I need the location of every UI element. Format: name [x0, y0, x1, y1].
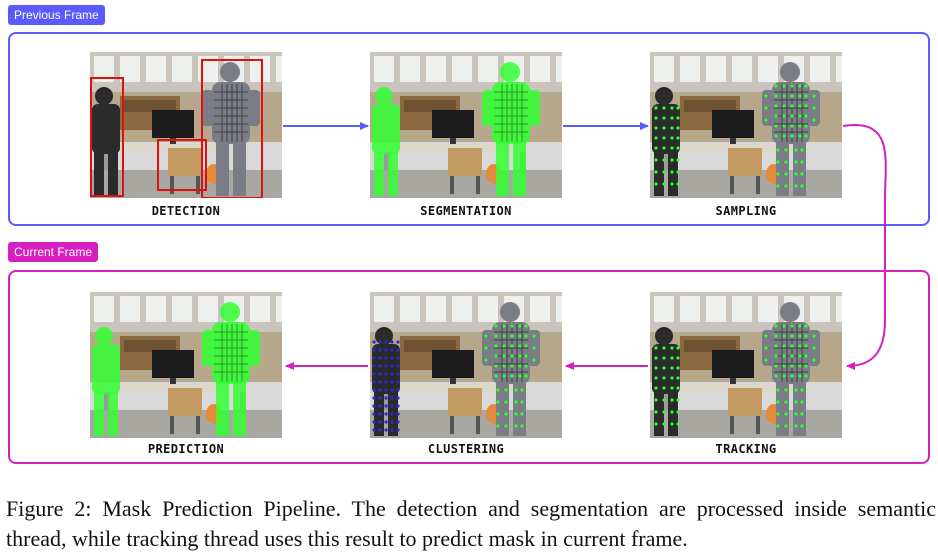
sampling-label: SAMPLING: [715, 204, 777, 218]
previous-frame-tag: Previous Frame: [8, 5, 105, 25]
segmentation-image: [370, 52, 562, 198]
figure-caption: Figure 2: Mask Prediction Pipeline. The …: [6, 496, 936, 551]
detection-label: DETECTION: [151, 204, 221, 218]
tracking-image: [650, 292, 842, 438]
arrow-sampling-to-tracking: [842, 124, 887, 370]
clustering-image: [370, 292, 562, 438]
tracking-label: TRACKING: [715, 442, 777, 456]
sampling-image: [650, 52, 842, 198]
detection-image: [90, 52, 282, 198]
prediction-image: [90, 292, 282, 438]
previous-frame-panel: [8, 32, 930, 226]
current-frame-tag: Current Frame: [8, 242, 99, 262]
current-frame-panel: [8, 270, 930, 464]
clustering-label: CLUSTERING: [427, 442, 505, 456]
prediction-label: PREDICTION: [147, 442, 225, 456]
segmentation-label: SEGMENTATION: [420, 204, 512, 218]
